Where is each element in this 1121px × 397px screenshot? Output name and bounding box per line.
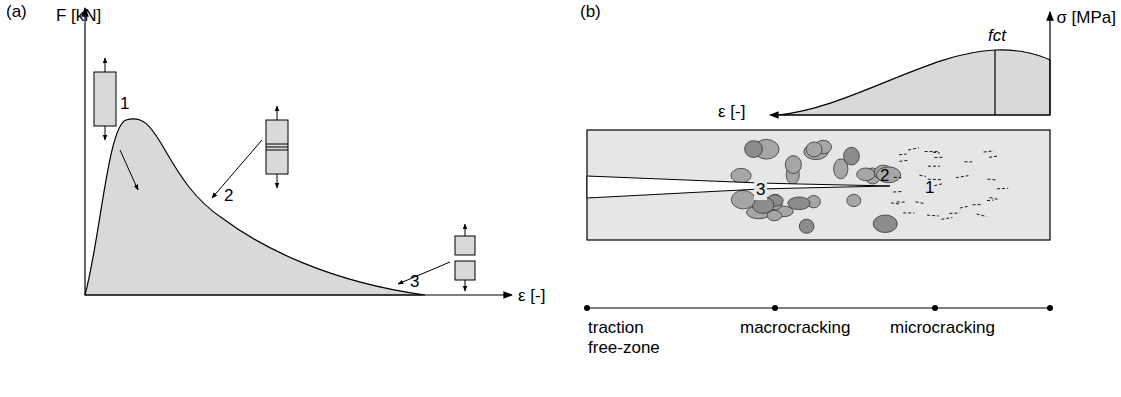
aggregate [799,219,814,233]
microcrack [934,184,942,186]
microcrack [933,152,940,154]
aggregate [731,190,755,208]
ruler-dot [584,305,590,311]
microcrack [987,179,997,180]
axis-label: ε [-] [518,286,545,306]
peak-line [994,50,995,115]
microcrack [990,197,999,199]
aggregate [847,194,861,206]
axis-label: F [kN] [56,6,101,26]
microcrack [927,215,939,217]
microcrack [928,166,940,167]
axis-label: σ [MPa] [1056,8,1116,28]
microcrack [916,202,924,204]
microcrack [984,151,994,152]
panel-letter: (b) [580,2,601,22]
tension-arrow [105,126,106,140]
specimen [266,120,288,174]
zone-label: traction free-zone [588,318,674,357]
aggregate [788,197,810,210]
ruler-dot [932,305,938,311]
callout-number: 1 [120,94,129,114]
force-axis [84,8,85,295]
macrocrack [587,176,890,198]
microcrack [997,188,1008,190]
microcrack [964,161,972,162]
aggregate [806,142,822,157]
axis-label: ε [-] [718,102,745,122]
aggregate [873,215,897,232]
microcrack [941,217,952,219]
softening-curve [778,50,1050,115]
microcrack [987,200,993,201]
microcrack [897,201,907,202]
ruler-dot [1047,305,1053,311]
panel-letter: (a) [6,2,27,22]
specimen [94,72,116,126]
aggregate [844,147,860,165]
aggregate [767,210,781,220]
tension-arrow [105,58,106,72]
microcrack [960,206,969,208]
ruler-dot [772,305,778,311]
microcrack [903,212,914,213]
microcracks [891,148,1008,220]
microcrack [893,191,902,193]
microcrack [891,203,901,204]
load-curve [85,119,425,295]
specimen-part [455,236,475,255]
callout-number: 1 [925,178,934,198]
aggregate [731,168,751,182]
zone-ruler [587,307,1050,308]
microcrack [977,214,987,217]
tension-arrow [277,106,278,120]
tension-arrow [465,224,466,236]
aggregate [857,168,875,181]
symbol-label: fct [988,26,1006,46]
zone-label: macrocracking [740,318,851,338]
aggregate [745,141,763,158]
aggregate [785,156,801,174]
microcrack [908,148,919,150]
callout-number: 2 [880,166,889,186]
leader-arrow [398,262,450,284]
zone-label: microcracking [890,318,995,338]
microcrack [956,176,968,178]
tension-arrow [277,174,278,188]
callout-number: 3 [754,180,767,200]
stress-axis [1049,12,1050,115]
leader-arrow [212,140,262,198]
tension-arrow [465,280,466,291]
strain-axis [770,114,1050,115]
microcrack [894,177,901,179]
microcrack [934,157,944,158]
strain-axis [85,294,512,295]
microcrack [266,147,288,148]
microcrack [899,160,909,161]
microcrack [266,144,288,145]
specimen-part [455,261,475,280]
microcrack [949,213,959,214]
microcrack [989,156,998,157]
microcrack [925,151,939,152]
callout-number: 3 [410,272,419,292]
callout-number: 2 [224,186,233,206]
leader-arrow [120,150,138,190]
concrete-beam [587,130,1050,240]
microcrack [899,154,906,156]
microcrack [919,175,925,176]
microcrack [266,150,288,151]
microcrack [973,204,983,205]
